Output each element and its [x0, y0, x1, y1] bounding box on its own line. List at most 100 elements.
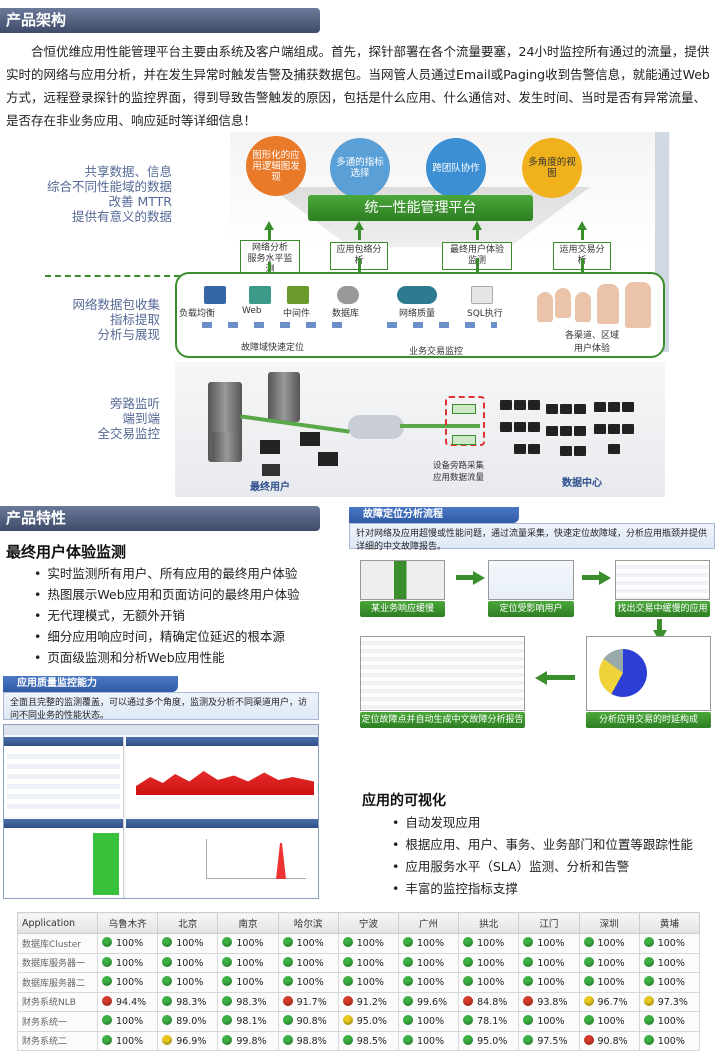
column-header-city: 江门 — [518, 912, 580, 934]
status-green-dot-icon — [342, 937, 353, 948]
arrow-up-icon — [472, 221, 482, 230]
ux-feature-list: 实时监测所有用户、所有应用的最终用户体验 热图展示Web应用和页面访问的最终用户… — [34, 563, 300, 668]
column-header-city: 宁波 — [337, 912, 399, 934]
tier-label-web: Web — [242, 306, 262, 316]
latency-pie-icon — [599, 649, 647, 697]
app-status-table: Application 乌鲁木齐北京南京哈尔滨宁波广州拱北江门深圳黄埔 数据库C… — [17, 912, 701, 1051]
availability-value: 100% — [236, 957, 264, 969]
status-cell: 100% — [578, 952, 640, 973]
status-green-dot-icon — [463, 976, 474, 987]
availability-value: 100% — [416, 977, 445, 989]
status-cell: 78.1% — [458, 1011, 520, 1032]
flow-step-requests: 找出交易中缓慢的应用请求 — [615, 601, 710, 630]
status-green-dot-icon — [402, 1034, 413, 1045]
availability-value: 100% — [537, 977, 565, 989]
status-green-dot-icon — [402, 995, 413, 1006]
tier-label-lb: 负载均衡 — [179, 309, 216, 319]
availability-value: 95.0% — [356, 1016, 387, 1028]
status-cell: 100% — [277, 933, 339, 954]
status-green-dot-icon — [222, 976, 233, 987]
availability-value: 96.7% — [597, 996, 628, 1008]
arrow-up-icon — [577, 221, 587, 230]
status-cell: 100% — [397, 1011, 460, 1032]
availability-value: 91.2% — [356, 996, 387, 1008]
section-title-architecture: 产品架构 — [0, 8, 320, 33]
table-header-row: Application 乌鲁木齐北京南京哈尔滨宁波广州拱北江门深圳黄埔 — [17, 912, 701, 934]
fault-flow-description: 针对网络及应用超慢或性能问题，通过流量采集，快速定位故障域，分析应用瓶颈并提供详… — [349, 523, 715, 552]
status-green-dot-icon — [102, 956, 112, 967]
availability-value: 100% — [537, 957, 565, 969]
availability-value: 100% — [356, 957, 384, 969]
biz-trans-label: 业务交易监控 — [409, 347, 464, 357]
availability-value: 100% — [356, 938, 384, 950]
availability-value: 94.4% — [116, 996, 147, 1008]
status-cell: 100% — [397, 952, 460, 973]
flow-thumb-users — [488, 560, 574, 600]
status-cell: 96.9% — [157, 1030, 219, 1051]
sql-icon — [471, 286, 493, 304]
status-cell: 100% — [638, 972, 701, 993]
status-red-dot-icon — [102, 995, 112, 1006]
status-cell: 100% — [157, 933, 219, 954]
availability-value: 100% — [597, 1016, 625, 1028]
server-tower-icon — [212, 432, 242, 462]
status-cell: 100% — [277, 952, 339, 973]
availability-value: 100% — [296, 957, 324, 969]
row-application-name: 数据库服务器二 — [17, 972, 98, 993]
status-green-dot-icon — [222, 956, 233, 967]
status-green-dot-icon — [523, 976, 534, 987]
arrow-up-icon — [264, 221, 274, 230]
status-cell: 100% — [337, 972, 399, 993]
user-silhouette-icon — [555, 288, 571, 318]
column-header-city: 广州 — [397, 912, 460, 934]
column-header-city: 乌鲁木齐 — [96, 912, 159, 934]
status-cell: 99.8% — [217, 1030, 279, 1051]
status-cell: 100% — [96, 1011, 159, 1032]
status-cell: 93.8% — [518, 991, 580, 1012]
list-item: 细分应用响应时间，精确定位延迟的根本源 — [34, 626, 300, 647]
status-cell: 100% — [277, 972, 339, 993]
status-green-dot-icon — [523, 956, 534, 967]
user-silhouette-icon — [575, 292, 591, 322]
status-green-dot-icon — [162, 956, 173, 967]
load-balancer-icon — [204, 286, 226, 304]
tier-label-sql: SQL执行 — [467, 309, 503, 319]
server-tower-icon — [268, 372, 300, 422]
status-green-dot-icon — [402, 976, 413, 987]
availability-value: 95.0% — [477, 1035, 508, 1047]
user-silhouette-icon — [625, 282, 651, 328]
flow-step-latency: 分析应用交易的时延构成 — [586, 712, 711, 728]
status-cell: 100% — [638, 1011, 701, 1032]
status-green-dot-icon — [342, 956, 353, 967]
status-green-dot-icon — [643, 956, 654, 967]
user-silhouette-icon — [597, 284, 619, 324]
availability-value: 100% — [176, 938, 204, 950]
availability-value: 100% — [657, 957, 685, 969]
status-green-dot-icon — [583, 956, 594, 967]
diagram-dashed-divider — [45, 275, 180, 277]
availability-value: 100% — [416, 957, 445, 969]
availability-value: 100% — [236, 938, 264, 950]
status-cell: 100% — [217, 933, 279, 954]
list-item: 热图展示Web应用和页面访问的最终用户体验 — [34, 584, 299, 605]
status-cell: 100% — [638, 933, 701, 954]
status-cell: 98.3% — [217, 991, 279, 1012]
status-cell: 100% — [578, 972, 640, 993]
status-cell: 100% — [337, 952, 399, 973]
end-user-label: 最终用户 — [250, 482, 290, 493]
visualization-title: 应用的可视化 — [362, 793, 446, 809]
status-cell: 100% — [458, 952, 520, 973]
column-header-city: 南京 — [217, 912, 279, 934]
availability-value: 100% — [477, 938, 505, 950]
status-yellow-dot-icon — [583, 995, 594, 1006]
collector-label: 设备旁路采集 应用数据流量 — [433, 461, 485, 483]
availability-value: 89.0% — [176, 1016, 207, 1028]
status-cell: 100% — [96, 952, 159, 973]
status-cell: 100% — [217, 952, 279, 973]
monitor-icon — [318, 452, 338, 466]
link-line — [400, 424, 480, 428]
status-green-dot-icon — [463, 1034, 474, 1045]
availability-value: 100% — [116, 1016, 144, 1028]
